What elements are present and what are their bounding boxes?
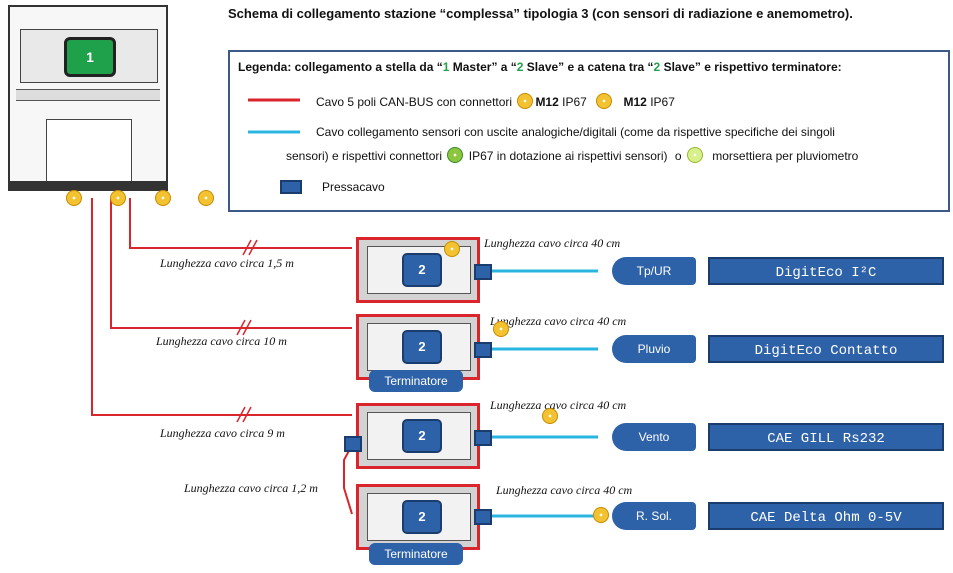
legend-box: Legenda: collegamento a stella da “1 Mas… (228, 50, 950, 212)
break-mark-2 (236, 319, 252, 336)
slave-number: 2 (402, 500, 442, 534)
cable-length-run-1: Lunghezza cavo circa 1,5 m (160, 256, 294, 270)
legend-blue-line-text-1: Cavo collegamento sensori con uscite ana… (316, 125, 835, 139)
sensor-tag-r-sol: R. Sol. (612, 502, 696, 530)
cable-length-sensor-1: Lunghezza cavo circa 40 cm (484, 236, 621, 250)
m12-connector-icon (596, 93, 613, 109)
master-module: 1 (64, 37, 116, 77)
terminator-2: Terminatore (369, 543, 463, 565)
slave-1-cable-gland (474, 264, 492, 280)
slave-4-can-connector (592, 507, 609, 523)
slave-number: 2 (402, 419, 442, 453)
slave-number: 2 (402, 330, 442, 364)
slave-4-cable-gland (474, 509, 492, 525)
can-bus-cable-2 (110, 198, 352, 329)
slave-3-can-connector (541, 408, 558, 424)
slave-3-chain-gland (344, 436, 362, 452)
slave-1-can-connector (443, 241, 460, 257)
master-connector-3 (154, 190, 171, 206)
sensor-digiteco-i2c: DigitEco I²C (708, 257, 944, 285)
sensor-tag-tp-ur: Tp/UR (612, 257, 696, 285)
legend-red-line-text: Cavo 5 poli CAN-BUS con connettori M12 I… (316, 93, 675, 109)
sensor-tag-pluvio: Pluvio (612, 335, 696, 363)
m12-connector-icon (517, 93, 534, 109)
master-enclosure: 1 (8, 5, 168, 191)
legend-heading: Legenda: collegamento a stella da “1 Mas… (238, 60, 842, 74)
sensor-tag-vento: Vento (612, 423, 696, 451)
master-connector-2 (110, 190, 127, 206)
can-bus-cable-3 (91, 198, 352, 416)
slave-2-can-connector (492, 321, 509, 337)
slave-module-1: 2 (356, 237, 480, 303)
sensor-digiteco-contatto: DigitEco Contatto (708, 335, 944, 363)
rain-gauge-terminal-icon (686, 147, 703, 163)
terminator-1: Terminatore (369, 370, 463, 392)
can-bus-cable-4 (343, 444, 353, 515)
can-bus-cable-1 (129, 198, 352, 249)
legend-gland-label: Pressacavo (322, 180, 385, 194)
master-connector-4 (198, 190, 215, 206)
diagram-title: Schema di collegamento stazione “comples… (228, 6, 853, 21)
cable-length-run-3: Lunghezza cavo circa 9 m (160, 426, 285, 440)
cable-length-sensor-4: Lunghezza cavo circa 40 cm (496, 483, 633, 497)
break-mark-1 (242, 239, 258, 256)
sensor-cae-delta-ohm: CAE Delta Ohm 0-5V (708, 502, 944, 530)
cable-length-sensor-3: Lunghezza cavo circa 40 cm (490, 398, 627, 412)
slave-2-cable-gland (474, 342, 492, 358)
cable-length-sensor-2: Lunghezza cavo circa 40 cm (490, 314, 627, 328)
cable-length-run-2: Lunghezza cavo circa 10 m (156, 334, 287, 348)
slave-module-2: 2 (356, 314, 480, 380)
slave-3-cable-gland (474, 430, 492, 446)
sensor-cae-gill-rs232: CAE GILL Rs232 (708, 423, 944, 451)
cable-gland-icon (280, 180, 302, 194)
break-mark-3 (236, 406, 252, 423)
ip67-sensor-connector-icon (447, 147, 464, 163)
slave-module-4: 2 (356, 484, 480, 550)
legend-blue-line-text-2: sensori) e rispettivi connettori IP67 in… (286, 147, 859, 163)
slave-number: 2 (402, 253, 442, 287)
cable-length-run-4: Lunghezza cavo circa 1,2 m (184, 481, 318, 495)
master-connector-1 (66, 190, 82, 206)
slave-module-3: 2 (356, 403, 480, 469)
